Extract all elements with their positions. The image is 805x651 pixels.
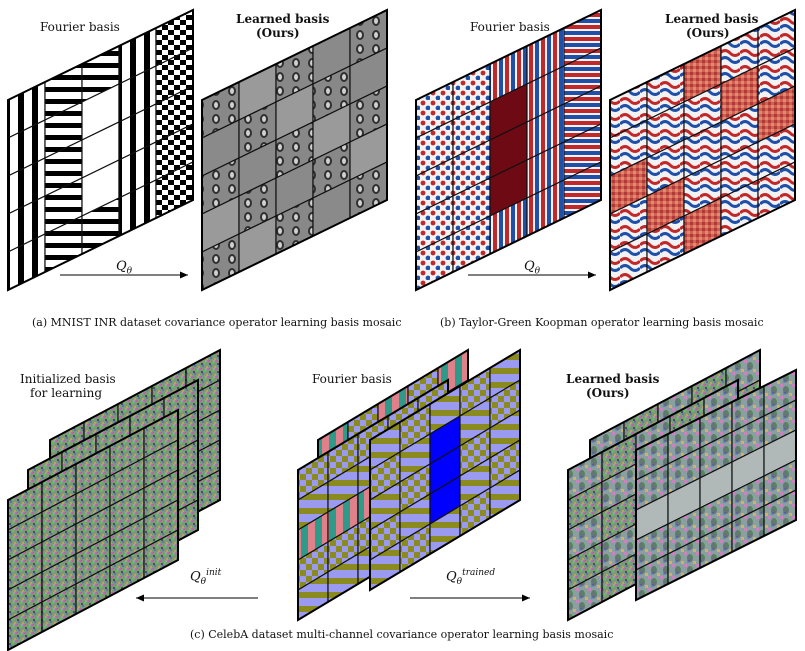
panel-c-arrow-left-head [136,594,144,602]
panel-c-left-label-line1: Initialized basis [20,372,116,386]
panel-b-learned-mosaic [609,8,796,292]
panel-c-right-label-line2: (Ours) [586,386,630,400]
panel-b-caption: (b) Taylor-Green Koopman operator learni… [440,316,764,329]
panel-b-arrow-label: Qθ [524,259,541,277]
panel-a-left-label: Fourier basis [40,20,120,34]
panel-a-arrow-head [180,271,188,279]
panel-a-fourier-mosaic [7,8,194,292]
panel-c-mid-label: Fourier basis [312,372,392,386]
panel-b-fourier-mosaic [415,8,602,292]
panel-b-right-label-line1: Learned basis [665,12,759,26]
panel-c-right-label-line1: Learned basis [566,372,660,386]
panel-c-arrow-right-label: Qθtrained [446,568,496,587]
panel-c-learned-mosaic-front [635,368,797,602]
panel-b-right-label-line2: (Ours) [686,26,730,40]
panel-c-init-mosaic-front [7,408,179,651]
panel-a-right-label-line2: (Ours) [256,26,300,40]
panel-a-right-label-line1: Learned basis [236,12,330,26]
panel-b-arrow-head [588,271,596,279]
panel-c-left-label-line2: for learning [30,386,103,400]
panel-c-arrow-left-label: Qθinit [190,568,222,587]
panel-a-caption: (a) MNIST INR dataset covariance operato… [32,316,402,329]
panel-c-fourier-mosaic-front [369,348,521,592]
panel-c-arrow-right-head [522,594,530,602]
panel-c-caption: (c) CelebA dataset multi-channel covaria… [190,628,614,641]
panel-b-left-label: Fourier basis [470,20,550,34]
panel-a-learned-mosaic [201,8,388,292]
panel-a-arrow-label: Qθ [116,259,133,277]
